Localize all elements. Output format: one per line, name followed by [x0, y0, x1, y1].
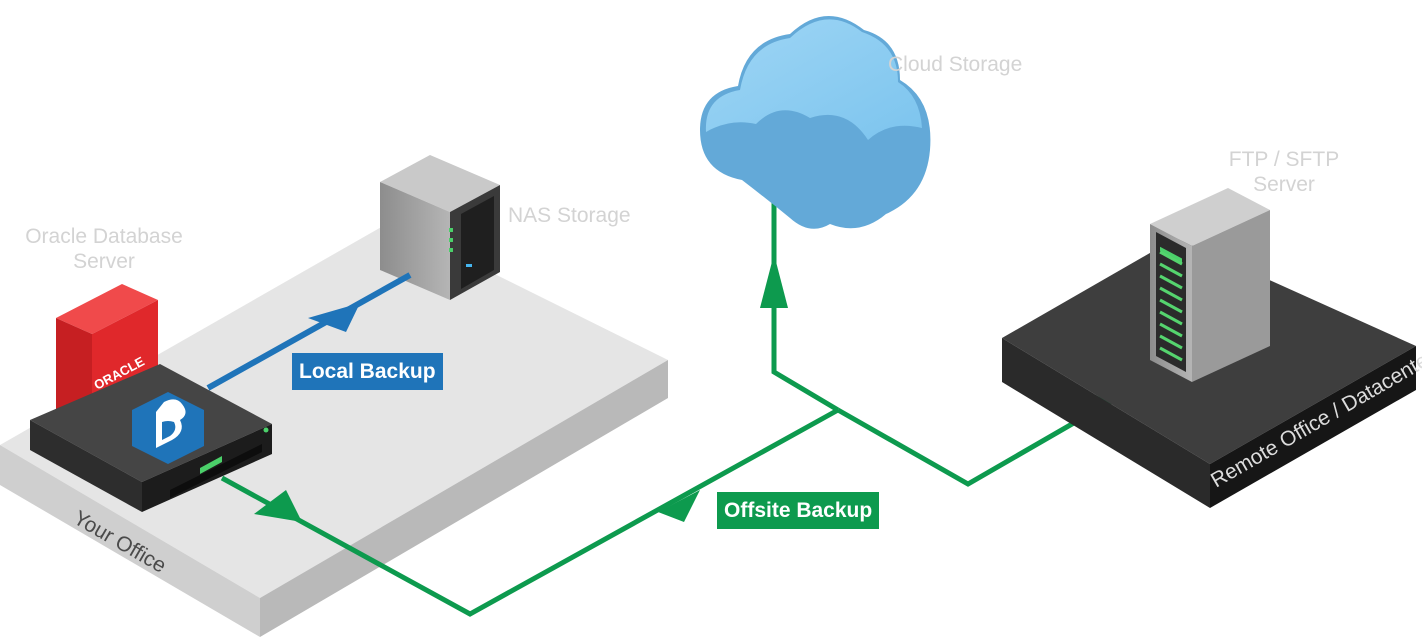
- offsite-backup-arrow: [220, 186, 1178, 617]
- local-backup-badge: Local Backup: [292, 353, 443, 390]
- rack-units: [1160, 246, 1182, 263]
- local-backup-arrow: [206, 272, 412, 391]
- cloud-storage-label: Cloud Storage: [888, 53, 1023, 76]
- nas-storage-label: NAS Storage: [508, 204, 631, 227]
- offsite-backup-badge: Offsite Backup: [717, 492, 880, 529]
- nas-storage-icon: [380, 155, 500, 300]
- backup-appliance: [30, 364, 272, 512]
- ftp-server-label: FTP / SFTP Server: [1228, 148, 1340, 196]
- your-office-platform: Your Office: [0, 222, 668, 637]
- cloud-storage-icon: [700, 15, 931, 229]
- oracle-server-label: Oracle Database Server: [25, 225, 183, 273]
- ftp-server-rack-icon: [1150, 188, 1270, 382]
